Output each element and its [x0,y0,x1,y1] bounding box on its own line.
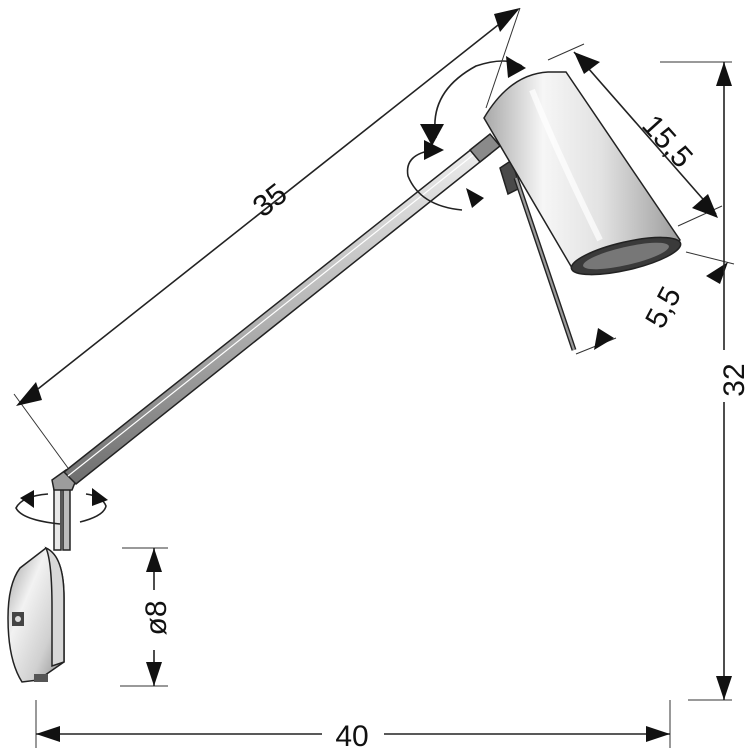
rotation-indicators [15,56,526,525]
wall-base [7,546,65,683]
base-rotation-arrow-icon [15,488,108,525]
dimension-arm-length: 35 [13,7,521,469]
width-label: 40 [335,720,368,753]
arm-length-label: 35 [247,177,294,224]
dimension-base-diameter: ø8 [120,547,173,687]
shade-diameter-label: 5,5 [639,281,688,333]
dimension-height: 32 [660,61,750,701]
height-label: 32 [718,363,750,396]
dimension-width: 40 [35,700,671,756]
shade-tilt-arrow-icon [420,56,526,146]
cable-notch [34,674,48,682]
lamp-illustration [7,71,682,683]
rod-rotation-arrow-icon [406,140,484,211]
base-diameter-label: ø8 [140,600,173,635]
swivel-bracket [51,469,77,551]
lamp-shade [483,71,682,276]
support-wire [513,177,577,351]
shade-length-label: 15,5 [635,109,699,174]
